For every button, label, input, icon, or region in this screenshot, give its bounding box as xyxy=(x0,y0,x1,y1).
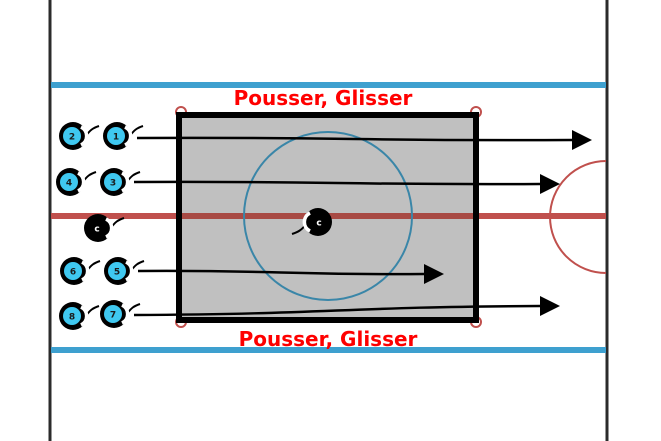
coach-1: c xyxy=(84,214,125,242)
player-4: 4 xyxy=(56,168,97,196)
visor-icon xyxy=(105,217,114,239)
skating-paths xyxy=(133,130,592,317)
player-5: 5 xyxy=(104,257,145,285)
player-label: 6 xyxy=(70,268,76,278)
player-label: c xyxy=(316,219,321,229)
player-1: 1 xyxy=(103,122,144,150)
player-label: 7 xyxy=(110,311,116,321)
visor-icon xyxy=(125,260,134,282)
player-body xyxy=(60,173,78,191)
player-body xyxy=(63,127,81,145)
center-faceoff-circle xyxy=(243,131,413,301)
player-label: c xyxy=(94,225,99,235)
player-body xyxy=(310,213,328,231)
player-body xyxy=(104,173,122,191)
player-body xyxy=(63,307,81,325)
visor-icon xyxy=(124,125,133,147)
player-label: 3 xyxy=(110,179,116,189)
player-7: 7 xyxy=(100,300,141,328)
visor-icon xyxy=(81,260,90,282)
blue-line-bottom xyxy=(51,347,606,353)
player-8: 8 xyxy=(59,302,100,330)
player-label: 1 xyxy=(113,133,119,143)
skating-path-1 xyxy=(136,130,592,150)
path-line xyxy=(133,304,541,317)
player-body xyxy=(104,305,122,323)
visor-icon xyxy=(77,171,86,193)
arrowhead-icon xyxy=(424,264,444,284)
arrowhead-icon xyxy=(540,296,560,316)
player-body xyxy=(88,219,106,237)
coach-2: c xyxy=(291,208,332,236)
player-body xyxy=(108,262,126,280)
player-label: 4 xyxy=(66,179,72,189)
skating-path-3 xyxy=(133,174,560,194)
player-3: 3 xyxy=(100,168,141,196)
skating-path-5 xyxy=(137,264,444,284)
player-label: 8 xyxy=(69,313,75,323)
visor-icon xyxy=(80,125,89,147)
player-body xyxy=(107,127,125,145)
players: 1 2 3 4 5 6 7 8 c c xyxy=(56,122,332,330)
player-6: 6 xyxy=(60,257,101,285)
visor-icon xyxy=(121,303,130,325)
player-2: 2 xyxy=(59,122,100,150)
arrowhead-icon xyxy=(572,130,592,150)
visor-icon xyxy=(121,171,130,193)
visor-icon xyxy=(302,211,311,233)
arrowhead-icon xyxy=(540,174,560,194)
path-line xyxy=(136,136,573,142)
player-body xyxy=(64,262,82,280)
player-label: 2 xyxy=(69,133,75,143)
path-line xyxy=(137,269,425,276)
label-top: Pousser, Glisser xyxy=(234,86,413,110)
right-arc xyxy=(549,160,607,274)
path-line xyxy=(133,180,541,186)
skating-path-7 xyxy=(133,296,560,317)
visor-icon xyxy=(80,305,89,327)
blue-line-top xyxy=(51,82,606,88)
label-bottom: Pousser, Glisser xyxy=(239,327,418,351)
player-label: 5 xyxy=(114,268,120,278)
